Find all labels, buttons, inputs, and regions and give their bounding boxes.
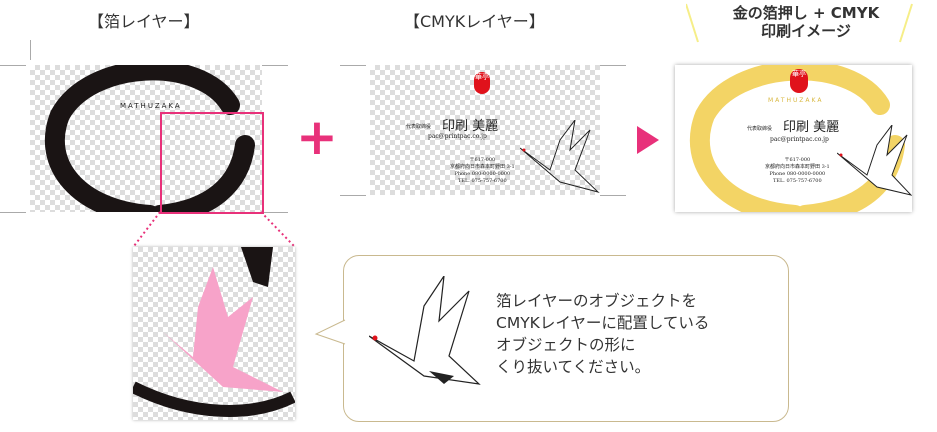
note-bubble: 箔レイヤーのオブジェクトを CMYKレイヤーに配置している オブジェクトの形に … [314, 255, 789, 422]
result-card: 華亭 MATHUZAKA 代表取締役 印刷 美麗 pac@printpac.co… [675, 65, 912, 212]
zoom-connector-lines [133, 211, 295, 247]
result-brand: MATHUZAKA [768, 97, 824, 104]
cmyk-layer-title: 【CMYKレイヤー】 [404, 12, 545, 31]
logo-seal: 華亭 [790, 69, 808, 93]
crane-icon [520, 120, 600, 193]
plus-operator: + [296, 108, 338, 166]
foil-layer-title: 【箔レイヤー】 [88, 12, 200, 31]
card-email: pac@printpac.co.jp [428, 133, 487, 140]
cmyk-layer-panel: 華亭 代表取締役 印刷 美麗 pac@printpac.co.jp 〒617-0… [340, 40, 640, 230]
result-title: 金の箔押し + CMYK 印刷イメージ [686, 0, 926, 50]
card-name: 印刷 美麗 [783, 120, 840, 135]
foil-layer-card: MATHUZAKA [30, 65, 262, 212]
card-role: 代表取締役 [406, 124, 432, 130]
highlight-lines-icon [686, 3, 913, 43]
zoom-region-frame [160, 112, 264, 214]
crane-icon [369, 276, 481, 385]
brush-ring-icon [45, 65, 255, 212]
card-email: pac@printpac.co.jp [770, 136, 829, 143]
card-name: 印刷 美麗 [442, 119, 499, 134]
foil-brand: MATHUZAKA [120, 102, 182, 110]
result-title-line2: 印刷イメージ [761, 22, 851, 40]
logo-seal: 華亭 [474, 72, 490, 94]
foil-layer-panel: MATHUZAKA [0, 40, 290, 230]
note-text: 箔レイヤーのオブジェクトを CMYKレイヤーに配置している オブジェクトの形に … [496, 292, 710, 376]
arrow-right-icon [637, 126, 659, 154]
bubble-tail [314, 319, 346, 345]
cmyk-layer-card: 華亭 代表取締役 印刷 美麗 pac@printpac.co.jp 〒617-0… [370, 65, 600, 195]
crane-icon [837, 125, 912, 196]
card-role: 代表取締役 [747, 126, 773, 132]
result-title-line1: 金の箔押し + CMYK [732, 4, 880, 22]
zoomed-detail [133, 247, 295, 420]
pink-crane-cutout-icon [133, 247, 295, 417]
